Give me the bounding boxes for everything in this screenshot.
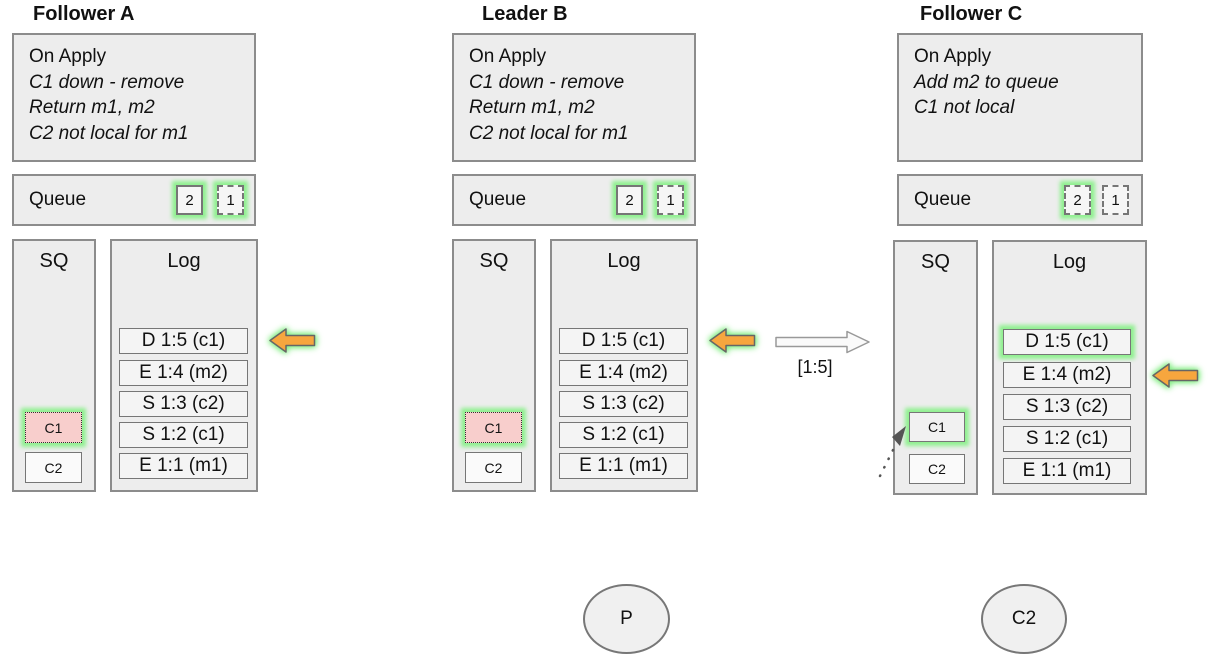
sq-label: SQ [921, 251, 950, 273]
queue-panel-a: Queue 2 1 [12, 174, 256, 226]
node-title-follower-a: Follower A [33, 3, 135, 25]
log-label: Log [607, 250, 641, 272]
actor-consumer-c2: C2 [981, 584, 1067, 654]
on-apply-header: On Apply [914, 46, 992, 67]
log-entry: S 1:3 (c2) [1003, 394, 1131, 420]
on-apply-note: C1 down - remove [469, 71, 625, 93]
queue-panel-b: Queue 2 1 [452, 174, 696, 226]
sq-item-c2: C2 [465, 452, 522, 483]
log-entry: D 1:5 (c1) [559, 328, 688, 354]
on-apply-header: On Apply [29, 46, 107, 67]
on-apply-note: Add m2 to queue [914, 71, 1059, 93]
log-entry: E 1:1 (m1) [559, 453, 688, 479]
log-panel-c: Log D 1:5 (c1) E 1:4 (m2) S 1:3 (c2) S 1… [992, 240, 1147, 495]
log-entry: S 1:3 (c2) [559, 391, 688, 417]
log-entry: E 1:4 (m2) [119, 360, 248, 386]
on-apply-panel-a: On Apply C1 down - remove Return m1, m2 … [12, 33, 256, 162]
on-apply-note: C1 not local [914, 97, 1015, 118]
replicate-range-label: [1:5] [797, 357, 833, 377]
apply-pointer-arrow-icon [269, 327, 316, 359]
sq-panel-c: SQ C1 C2 [893, 240, 978, 495]
log-entry: E 1:4 (m2) [559, 360, 688, 386]
queue-slot-1: 1 [657, 185, 684, 215]
log-label: Log [167, 250, 201, 272]
on-apply-note: C2 not local for m1 [29, 122, 189, 144]
log-entry: E 1:4 (m2) [1003, 362, 1131, 388]
log-entry: D 1:5 (c1) [1003, 329, 1131, 355]
queue-label: Queue [29, 189, 87, 210]
queue-slot-2: 2 [616, 185, 643, 215]
on-apply-text-c: On Apply Add m2 to queue C1 not local [914, 44, 1059, 121]
queue-label: Queue [469, 189, 527, 210]
on-apply-text-a: On Apply C1 down - remove Return m1, m2 … [29, 44, 188, 146]
sq-item-c1: C1 [465, 412, 522, 443]
replicate-arrow-icon [775, 330, 871, 359]
queue-slot-2: 2 [176, 185, 203, 215]
on-apply-note: Return m1, m2 [469, 97, 595, 118]
apply-pointer-arrow-icon [709, 327, 756, 359]
log-entry: S 1:2 (c1) [559, 422, 688, 448]
log-entry: D 1:5 (c1) [119, 328, 248, 354]
on-apply-header: On Apply [469, 46, 547, 67]
sq-item-c2: C2 [25, 452, 82, 483]
node-title-leader-b: Leader B [482, 3, 568, 25]
on-apply-text-b: On Apply C1 down - remove Return m1, m2 … [469, 44, 628, 146]
sq-label: SQ [39, 250, 69, 272]
sq-label: SQ [479, 250, 509, 272]
on-apply-panel-c: On Apply Add m2 to queue C1 not local [897, 33, 1143, 162]
log-panel-b: Log D 1:5 (c1) E 1:4 (m2) S 1:3 (c2) S 1… [550, 239, 698, 492]
queue-slot-1: 1 [217, 185, 244, 215]
log-panel-a: Log D 1:5 (c1) E 1:4 (m2) S 1:3 (c2) S 1… [110, 239, 258, 492]
queue-label: Queue [914, 189, 972, 210]
log-entry: E 1:1 (m1) [119, 453, 248, 479]
sq-panel-a: SQ C1 C2 [12, 239, 96, 492]
on-apply-panel-b: On Apply C1 down - remove Return m1, m2 … [452, 33, 696, 162]
apply-pointer-arrow-icon [1152, 362, 1199, 394]
node-title-follower-c: Follower C [920, 3, 1023, 25]
sq-item-c1: C1 [909, 412, 965, 442]
log-entry: E 1:1 (m1) [1003, 458, 1131, 484]
queue-slot-1: 1 [1102, 185, 1129, 215]
queue-panel-c: Queue 2 1 [897, 174, 1143, 226]
log-entry: S 1:2 (c1) [1003, 426, 1131, 452]
actor-proposer: P [583, 584, 670, 654]
sq-item-c1: C1 [25, 412, 82, 443]
queue-slot-2: 2 [1064, 185, 1091, 215]
log-entry: S 1:3 (c2) [119, 391, 248, 417]
on-apply-note: C2 not local for m1 [469, 122, 629, 144]
on-apply-note: C1 down - remove [29, 71, 185, 93]
log-entry: S 1:2 (c1) [119, 422, 248, 448]
sq-item-c2: C2 [909, 454, 965, 484]
sq-panel-b: SQ C1 C2 [452, 239, 536, 492]
log-label: Log [1052, 251, 1087, 273]
dotted-reconnect-arrow-icon [870, 418, 910, 485]
on-apply-note: Return m1, m2 [29, 97, 155, 118]
